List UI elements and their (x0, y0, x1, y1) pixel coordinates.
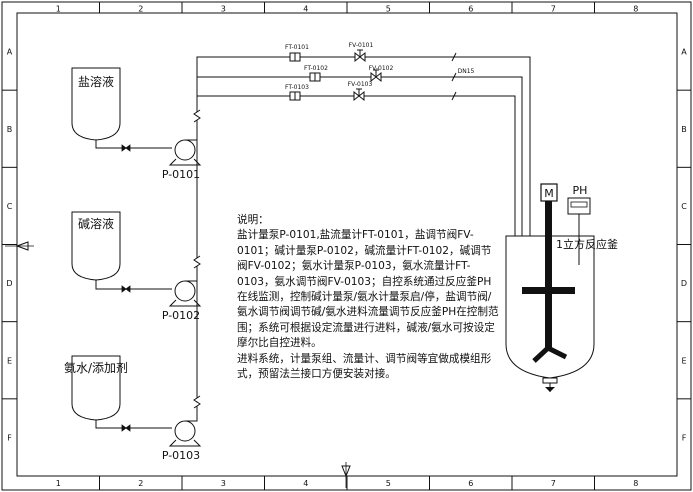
row-label: B (681, 125, 687, 134)
flowmeter-tag: FT-0101 (285, 44, 309, 51)
column-label: 6 (468, 5, 473, 14)
column-label: 4 (303, 5, 308, 14)
valve-tag: FV-0103 (348, 81, 373, 88)
column-label: 1 (56, 479, 61, 488)
ammonia-tank: 氨水/添加剂 (64, 355, 128, 421)
row-label: A (681, 48, 687, 57)
ph-label: PH (573, 184, 588, 197)
pump-tag: P-0102 (162, 309, 200, 322)
valve-tag: FV-0101 (349, 42, 374, 49)
row-label: E (681, 356, 686, 365)
column-label: 2 (138, 479, 143, 488)
suction-lines (95, 140, 172, 429)
row-label: F (682, 433, 687, 442)
column-label: 6 (468, 479, 473, 488)
pump-tag: P-0101 (162, 168, 200, 181)
column-label: 3 (221, 5, 226, 14)
line-2-instruments: FT-0102 FV-0102 DN15 (304, 65, 475, 83)
column-label: 8 (633, 5, 638, 14)
notes-paragraph-2: 进料系统，计量泵组、流量计、调节阀等宜做成模组形式，预留法兰接口方便安装对接。 (237, 352, 492, 381)
salt-tank: 盐溶液 (71, 67, 121, 141)
flowmeter-tag: FT-0103 (285, 84, 309, 91)
pump-p0103: P-0103 (162, 416, 202, 462)
suction-valves (121, 144, 131, 432)
notes-block: 说明： 盐计量泵P-0101,盐流量计FT-0101，盐调节阀FV-0101；碱… (237, 213, 499, 382)
break-marks (451, 52, 457, 101)
column-label: 2 (138, 5, 143, 14)
column-label: 3 (221, 479, 226, 488)
flex-joints (193, 109, 201, 409)
row-label: D (6, 279, 12, 288)
agitator-blade-lower (532, 345, 568, 363)
pump-p0101: P-0101 (162, 135, 202, 181)
row-label: E (7, 356, 12, 365)
column-label: 5 (386, 5, 391, 14)
agitator-shaft (545, 201, 552, 351)
row-label: A (7, 48, 13, 57)
row-label: C (681, 202, 687, 211)
flowmeter-tag: FT-0102 (304, 65, 328, 72)
reactor: M PH 1立方反应釜 (505, 183, 618, 392)
alkali-tank: 碱溶液 (71, 211, 121, 281)
column-label: 7 (551, 479, 556, 488)
valve-tag: FV-0102 (369, 65, 394, 72)
line-3-instruments: FT-0103 FV-0103 (285, 81, 373, 102)
row-label: C (7, 202, 13, 211)
pump-p0102: P-0102 (162, 276, 202, 322)
agitator-blade-upper (522, 287, 575, 294)
row-label: D (681, 279, 687, 288)
column-label: 8 (633, 479, 638, 488)
pump-tag: P-0103 (162, 449, 200, 462)
tank-label: 盐溶液 (78, 74, 114, 89)
column-label: 7 (551, 5, 556, 14)
tank-label: 氨水/添加剂 (64, 360, 128, 375)
reactor-label: 1立方反应釜 (556, 237, 618, 251)
tank-label: 碱溶液 (78, 216, 114, 231)
row-label: B (7, 125, 13, 134)
column-label: 1 (56, 5, 61, 14)
column-label: 4 (303, 479, 308, 488)
row-label: F (7, 433, 12, 442)
notes-paragraph-1: 盐计量泵P-0101,盐流量计FT-0101，盐调节阀FV-0101；碱计量泵P… (237, 229, 499, 350)
motor-label: M (544, 187, 554, 200)
notes-title: 说明： (237, 214, 269, 226)
line-1-instruments: FT-0101 FV-0101 (285, 42, 374, 63)
column-label: 5 (386, 479, 391, 488)
pipe-size: DN15 (458, 68, 475, 75)
